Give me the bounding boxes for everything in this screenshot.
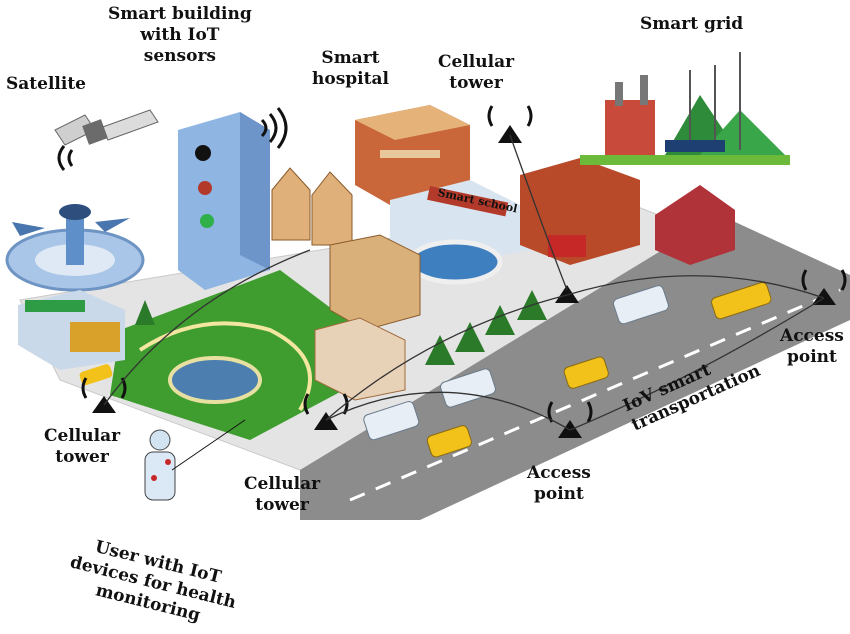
smart-grid-label: Smart grid bbox=[640, 14, 744, 34]
cellular-tower-icon-top bbox=[487, 105, 533, 143]
access-point-bottom-label: Access point bbox=[527, 463, 591, 505]
cellular-tower-top-label-line2: tower bbox=[449, 73, 503, 93]
fire-truck bbox=[548, 235, 586, 257]
road-center-line bbox=[349, 288, 841, 502]
car-2 bbox=[563, 356, 609, 389]
access-point-icon-right bbox=[801, 269, 847, 305]
connection-links bbox=[103, 134, 825, 431]
cellular-tower-left-label: Cellular tower bbox=[44, 426, 120, 468]
bus bbox=[363, 401, 420, 441]
smart-grid bbox=[580, 52, 790, 165]
airplane-icon bbox=[12, 222, 45, 236]
sensor-green bbox=[200, 214, 214, 228]
tree-4 bbox=[485, 305, 515, 335]
smart-building-label-line1: Smart building bbox=[108, 4, 252, 24]
barn bbox=[655, 185, 735, 265]
school-pool bbox=[407, 239, 503, 285]
apartment-building-2 bbox=[314, 317, 406, 401]
park bbox=[110, 270, 400, 440]
cellular-tower-left-label-line1: Cellular bbox=[44, 426, 121, 446]
cellular-tower-bottom-label: Cellular tower bbox=[244, 474, 320, 516]
park-path bbox=[138, 321, 312, 412]
cellular-tower-bottom-label-line1: Cellular bbox=[244, 474, 321, 494]
smart-building-label-line2: with IoT bbox=[140, 25, 220, 45]
access-point-bottom-label-line2: point bbox=[533, 484, 584, 504]
cellular-tower-top-label: Cellular tower bbox=[438, 52, 514, 94]
house bbox=[271, 167, 311, 241]
access-point-right-label-line2: point bbox=[786, 347, 837, 367]
tree-2 bbox=[425, 335, 455, 365]
smart-hospital-label-line1: Smart bbox=[321, 48, 380, 68]
house-2 bbox=[311, 171, 353, 246]
cellular-tower-top-label-line1: Cellular bbox=[438, 52, 515, 72]
satellite-icon bbox=[54, 109, 159, 171]
tree bbox=[135, 300, 155, 325]
smart-hospital-label: Smart hospital bbox=[312, 48, 389, 90]
wifi-signal-icon bbox=[260, 107, 288, 149]
bus-2 bbox=[440, 368, 496, 408]
access-point-right-label-line1: Access bbox=[780, 326, 844, 346]
smart-building-label-line3: sensors bbox=[143, 46, 216, 66]
car-4 bbox=[79, 364, 113, 386]
car-3 bbox=[711, 282, 772, 320]
access-point-bottom-label-line1: Access bbox=[527, 463, 591, 483]
bus-3 bbox=[613, 285, 669, 325]
smart-building-label: Smart building with IoT sensors bbox=[108, 4, 252, 67]
control-tower bbox=[66, 215, 84, 265]
satellite-label: Satellite bbox=[6, 74, 87, 94]
tree-3 bbox=[455, 322, 485, 352]
park-pond bbox=[168, 356, 262, 404]
apartment-building bbox=[329, 234, 421, 331]
sensor-black bbox=[195, 145, 211, 161]
user-person-icon bbox=[144, 429, 176, 501]
cellular-tower-left-label-line2: tower bbox=[55, 447, 109, 467]
car bbox=[426, 425, 472, 458]
access-point-right-label: Access point bbox=[780, 326, 844, 368]
cellular-tower-bottom-label-line2: tower bbox=[255, 495, 309, 515]
cellular-tower-icon-bottom bbox=[303, 393, 349, 430]
access-point-icon-middle bbox=[555, 285, 579, 303]
smart-hospital-label-line2: hospital bbox=[312, 69, 389, 89]
airplane-icon-2 bbox=[95, 218, 130, 232]
sensor-red bbox=[198, 181, 212, 195]
